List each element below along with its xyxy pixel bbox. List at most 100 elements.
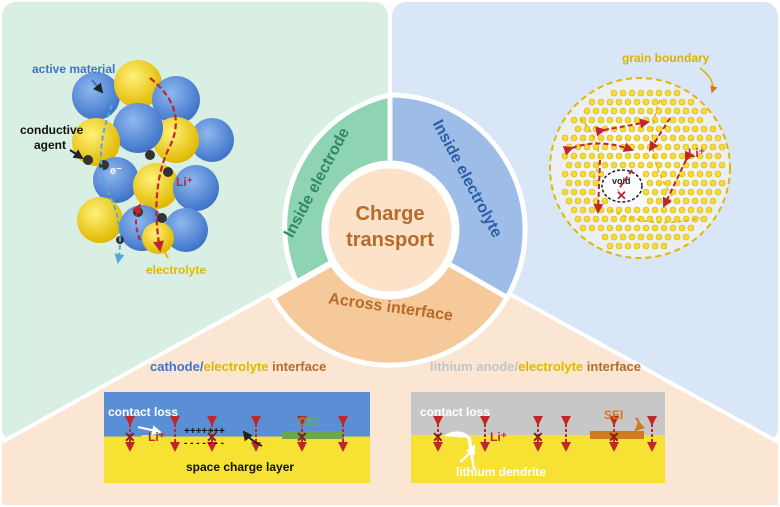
grain-particle <box>687 206 695 214</box>
grain-particle <box>579 188 587 196</box>
grain-particle <box>637 107 645 115</box>
grain-particle <box>655 197 663 205</box>
center-title-line2: transport <box>346 229 434 251</box>
label-conductive-agent-2: agent <box>34 138 66 152</box>
grain-particle <box>696 188 704 196</box>
grain-particle <box>700 197 708 205</box>
label-electron: e⁻ <box>110 165 122 177</box>
label-li-cathode: Li⁺ <box>148 430 165 444</box>
grain-particle <box>637 161 645 169</box>
grain-particle <box>646 161 654 169</box>
label-space-charge-layer: space charge layer <box>186 460 294 474</box>
grain-particle <box>601 107 609 115</box>
label-active-material: active material <box>32 62 115 76</box>
grain-particle <box>570 188 578 196</box>
grain-particle <box>651 188 659 196</box>
grain-particle <box>660 242 668 250</box>
grain-particle <box>664 233 672 241</box>
grain-particle <box>655 125 663 133</box>
grain-particle <box>570 116 578 124</box>
grain-particle <box>709 161 717 169</box>
grain-particle <box>678 224 686 232</box>
grain-particle <box>687 134 695 142</box>
anode-block-mark-2: ✕ <box>532 429 544 445</box>
grain-particle <box>637 143 645 151</box>
grain-particle <box>628 89 636 97</box>
anode-interface-schematic: ✕ ✕ ✕ <box>411 392 665 483</box>
grain-particle <box>651 206 659 214</box>
grain-particle <box>700 125 708 133</box>
grain-particle <box>574 215 582 223</box>
grain-particle <box>588 170 596 178</box>
grain-particle <box>646 107 654 115</box>
grain-particle <box>687 224 695 232</box>
grain-particle <box>696 134 704 142</box>
grain-particle <box>606 134 614 142</box>
void-block-mark: ✕ <box>616 188 627 203</box>
label-sei: SEI <box>604 408 623 422</box>
grain-particle <box>642 188 650 196</box>
grain-particle <box>606 98 614 106</box>
grain-particles <box>561 89 726 250</box>
grain-particle <box>691 107 699 115</box>
grain-particle <box>669 170 677 178</box>
grain-particle <box>660 224 668 232</box>
grain-particle <box>637 233 645 241</box>
anode-block-mark-3: ✕ <box>608 429 620 445</box>
grain-particle <box>592 215 600 223</box>
grain-particle <box>583 215 591 223</box>
grain-particle <box>624 242 632 250</box>
grain-particle <box>628 161 636 169</box>
cathode-block-mark-1: ✕ <box>124 429 136 445</box>
grain-particle <box>687 116 695 124</box>
grain-particle <box>570 170 578 178</box>
grain-particle <box>561 152 569 160</box>
grain-particle <box>637 125 645 133</box>
grain-particle <box>592 125 600 133</box>
label-conductive-agent-1: conductive <box>20 123 84 137</box>
grain-particle <box>678 116 686 124</box>
grain-particle <box>655 143 663 151</box>
grain-particle <box>646 215 654 223</box>
grain-particle <box>678 134 686 142</box>
grain-particle <box>561 188 569 196</box>
grain-particle <box>646 89 654 97</box>
grain-particle <box>574 125 582 133</box>
grain-particle <box>583 107 591 115</box>
grain-particle <box>660 188 668 196</box>
grain-particle <box>700 107 708 115</box>
grain-particle <box>696 170 704 178</box>
grain-particle <box>651 224 659 232</box>
grain-particle <box>642 242 650 250</box>
grain-particle <box>660 134 668 142</box>
label-negative-charges: - - - - - - - <box>184 438 224 449</box>
grain-particle <box>669 152 677 160</box>
grain-particle <box>579 224 587 232</box>
label-cathode-contact-loss: contact loss <box>108 405 178 419</box>
label-li-electrode: Li⁺ <box>176 175 193 189</box>
grain-particle <box>691 179 699 187</box>
grain-particle <box>606 152 614 160</box>
cathode-interface-schematic: ✕ ✕ ✕ <box>104 392 370 483</box>
grain-particle <box>687 170 695 178</box>
grain-particle <box>651 242 659 250</box>
grain-particle <box>565 161 573 169</box>
grain-particle <box>606 224 614 232</box>
grain-particle <box>646 233 654 241</box>
ring-segment-electrolyte <box>387 92 528 301</box>
grain-particle <box>669 98 677 106</box>
grain-particle <box>615 134 623 142</box>
label-positive-charges: +++++++ <box>184 426 225 437</box>
grain-particle <box>633 224 641 232</box>
grain-particle <box>579 170 587 178</box>
grain-particle <box>655 215 663 223</box>
grain-particle <box>601 161 609 169</box>
grain-particle <box>561 134 569 142</box>
grain-particle <box>628 107 636 115</box>
grain-particle <box>610 233 618 241</box>
ring-center <box>323 163 457 297</box>
grain-particle <box>592 161 600 169</box>
charge-transport-ring: Charge transport Inside electrode Inside… <box>269 91 528 368</box>
